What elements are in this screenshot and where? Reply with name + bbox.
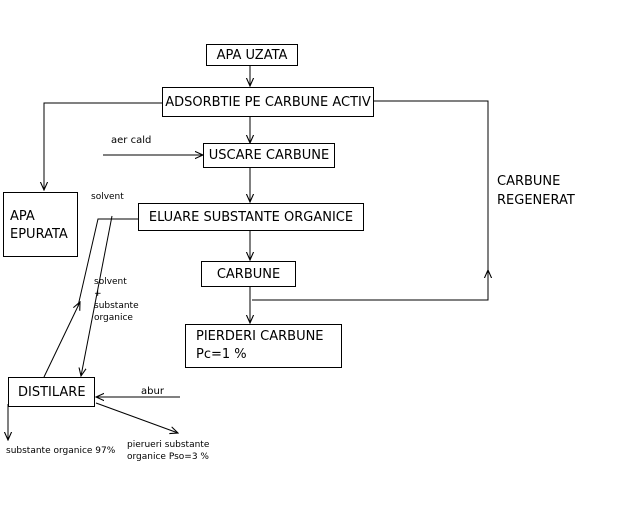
adsorbtie-box: ADSORBTIE PE CARBUNE ACTIV: [162, 87, 374, 117]
aer-cald-label: aer cald: [111, 135, 152, 146]
adsorbtie-label: ADSORBTIE PE CARBUNE ACTIV: [165, 94, 371, 110]
apa-uzata-label: APA UZATA: [216, 47, 288, 63]
apa-uzata-box: APA UZATA: [206, 44, 298, 66]
pierderi-carbune-value: Pc=1 %: [196, 347, 247, 362]
apa-epurata-line2: EPURATA: [10, 227, 68, 242]
eluare-box: ELUARE SUBSTANTE ORGANICE: [138, 203, 364, 231]
carbune-regenerat-label: CARBUNE REGENERAT: [497, 172, 575, 210]
uscare-label: USCARE CARBUNE: [208, 148, 330, 163]
carbune-box: CARBUNE: [201, 261, 296, 287]
distilare-label: DISTILARE: [18, 385, 86, 400]
arrow-distilare-to-pierderi-substante: [95, 402, 178, 433]
solvent-substante-label: solvent + substante organice: [94, 276, 139, 324]
arrow-adsorbtie-to-apa-epurata: [44, 102, 162, 190]
pierderi-substante-label: pierueri substante organice Pso=3 %: [127, 439, 209, 463]
pierderi-carbune-box: PIERDERI CARBUNE Pc=1 %: [185, 324, 342, 368]
distilare-box: DISTILARE: [8, 377, 95, 407]
abur-label: abur: [141, 386, 164, 397]
solvent-mix-line3: substante: [94, 301, 139, 311]
carbune-regenerat-line2: REGENERAT: [497, 193, 575, 208]
apa-epurata-box: APA EPURATA: [3, 192, 78, 257]
arrow-solvent-mix-to-distilare: [81, 215, 113, 376]
arrow-distilare-solvent-return: [43, 302, 80, 378]
uscare-box: USCARE CARBUNE: [203, 143, 335, 168]
solvent-mix-line1: solvent: [94, 277, 127, 287]
apa-epurata-line1: APA: [10, 209, 35, 224]
carbune-regenerat-loop: [252, 100, 489, 301]
eluare-label: ELUARE SUBSTANTE ORGANICE: [148, 209, 354, 225]
pierderi-subst-line2: organice Pso=3 %: [127, 452, 209, 462]
pierderi-carbune-label: PIERDERI CARBUNE: [196, 329, 324, 344]
carbune-label: CARBUNE: [216, 266, 281, 282]
solvent-label: solvent: [91, 192, 124, 202]
pierderi-subst-line1: pierueri substante: [127, 440, 210, 450]
solvent-mix-line2: +: [94, 289, 102, 299]
substante-organice-label: substante organice 97%: [6, 446, 116, 456]
carbune-regenerat-line1: CARBUNE: [497, 174, 561, 189]
solvent-mix-line4: organice: [94, 313, 133, 323]
